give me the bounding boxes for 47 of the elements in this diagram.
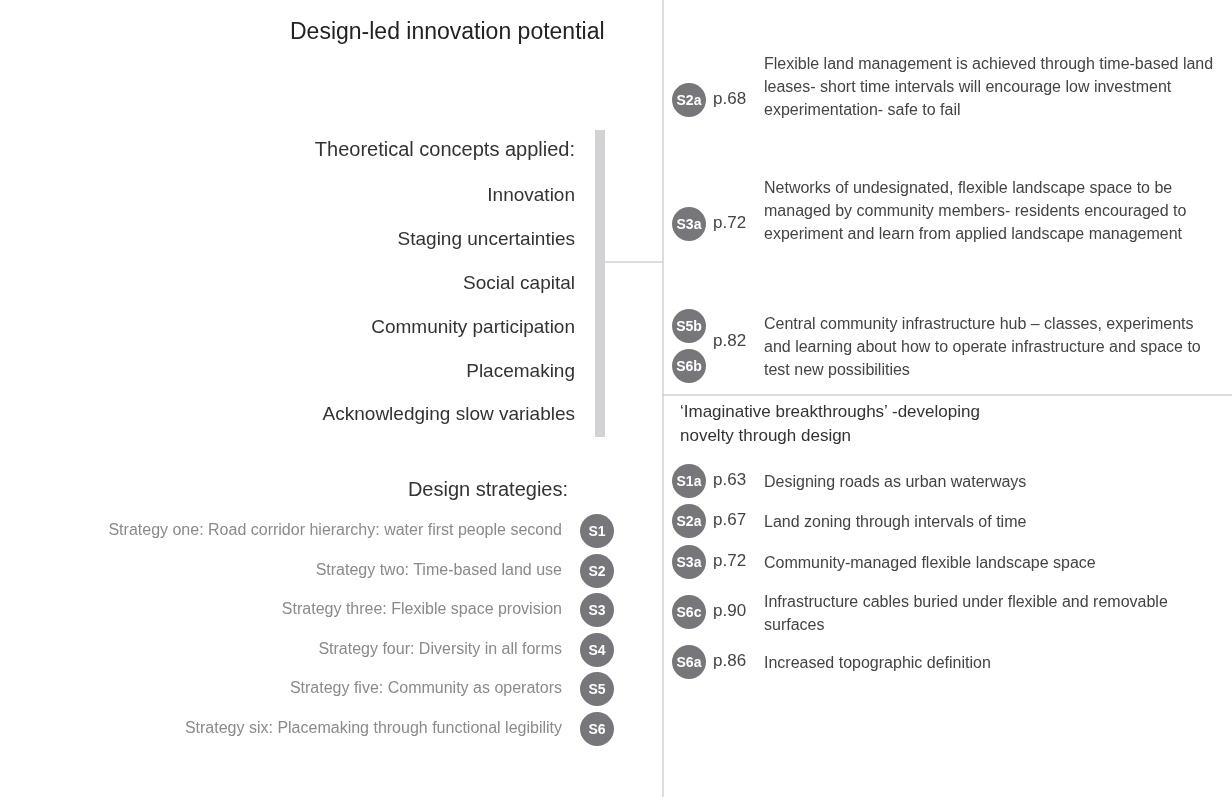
concept-text: Staging uncertainties — [397, 228, 575, 250]
description-text: Land zoning through intervals of time — [764, 512, 1028, 532]
badge: S6c — [672, 595, 706, 629]
description-text: Increased topographic definition — [764, 653, 992, 673]
description-text: Designing roads as urban waterways — [764, 472, 1028, 492]
page-reference: p.82 — [713, 331, 747, 351]
page-reference: p.72 — [713, 551, 747, 571]
page-reference: p.86 — [713, 651, 747, 671]
badge: S2a — [672, 83, 706, 117]
badge: S4 — [580, 633, 614, 667]
badge: S6a — [672, 645, 706, 679]
badge: S3 — [580, 593, 614, 627]
concept-text: Social capital — [463, 272, 575, 294]
description-text: Infrastructure cables buried under flexible and removable surfaces — [764, 592, 1169, 635]
badge: S2a — [672, 504, 706, 538]
description-text: Networks of undesignated, flexible landscape space to be managed by community members- residents encouraged to experiment and learn from applied landscape management — [764, 178, 1188, 244]
strategy-text: Strategy six: Placemaking through functional legibility — [184, 719, 562, 737]
heading: Theoretical concepts applied: — [314, 138, 575, 161]
concept-text: Community participation — [371, 316, 575, 338]
badge: S6b — [672, 349, 706, 383]
heading: ‘Imaginative breakthroughs’ -developing novelty through design — [680, 401, 980, 447]
page-reference: p.63 — [713, 470, 747, 490]
page-reference: p.68 — [713, 89, 747, 109]
badge: S3a — [672, 207, 706, 241]
description-text: Community-managed flexible landscape space — [764, 553, 1097, 573]
title: Design-led innovation potential — [290, 18, 605, 45]
badge: S2 — [580, 554, 614, 588]
concept-text: Placemaking — [466, 360, 575, 382]
description-text: Flexible land management is achieved through time-based land leases- short time intervals will encourage low investment experimentation- safe to fail — [764, 54, 1215, 120]
badge: S1a — [672, 464, 706, 498]
strategy-text: Strategy four: Diversity in all forms — [318, 640, 562, 658]
strategy-text: Strategy three: Flexible space provision — [281, 600, 562, 618]
page-reference: p.90 — [713, 601, 747, 621]
page-reference: p.67 — [713, 510, 747, 530]
badge: S5 — [580, 672, 614, 706]
concept-text: Acknowledging slow variables — [322, 403, 575, 425]
strategy-text: Strategy one: Road corridor hierarchy: water first people second — [108, 521, 562, 539]
page-reference: p.72 — [713, 213, 747, 233]
strategy-text: Strategy two: Time-based land use — [315, 561, 562, 579]
description-text: Central community infrastructure hub – classes, experiments and learning about how to operate infrastructure and space to test new possibilities — [764, 314, 1202, 380]
badge: S5b — [672, 309, 706, 343]
heading: Design strategies: — [407, 478, 568, 501]
concept-text: Innovation — [487, 184, 575, 206]
strategy-text: Strategy five: Community as operators — [289, 679, 562, 697]
badge: S3a — [672, 545, 706, 579]
badge: S6 — [580, 712, 614, 746]
badge: S1 — [580, 514, 614, 548]
